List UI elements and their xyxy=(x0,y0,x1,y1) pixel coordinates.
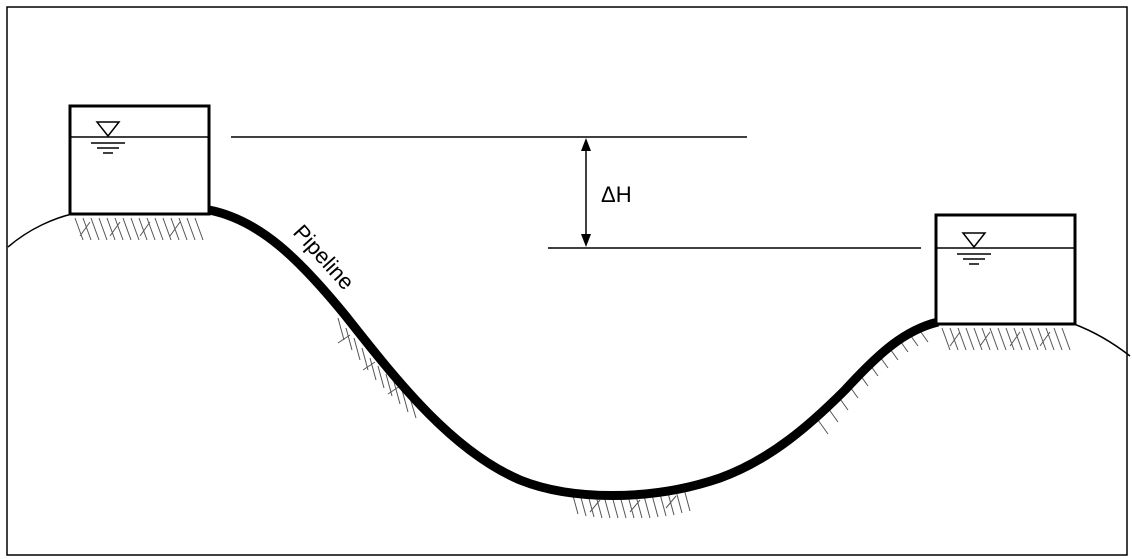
upper-reservoir-tank xyxy=(68,104,211,216)
head-difference-arrow xyxy=(581,138,591,247)
hatch-slope-1 xyxy=(337,317,417,419)
lower-water-level-icon xyxy=(961,232,987,249)
hatch-right-hill xyxy=(941,327,1071,351)
lower-reservoir-tank xyxy=(934,213,1077,326)
ground-right-hill xyxy=(1073,323,1131,357)
pipeline xyxy=(208,205,940,500)
hatch-slope-2 xyxy=(817,327,929,435)
head-difference-label: ΔH xyxy=(601,182,632,207)
lower-reservoir xyxy=(934,213,1077,326)
diagram-frame xyxy=(6,6,1128,556)
upper-water-level-icon xyxy=(95,121,121,138)
arrow-up-icon xyxy=(581,138,591,151)
ground-hatching xyxy=(74,217,1071,519)
ground-left-hill xyxy=(7,213,73,248)
hatch-valley xyxy=(571,488,691,519)
upper-reservoir xyxy=(68,104,211,216)
hatch-left-hill xyxy=(74,217,204,241)
arrow-down-icon xyxy=(581,234,591,247)
